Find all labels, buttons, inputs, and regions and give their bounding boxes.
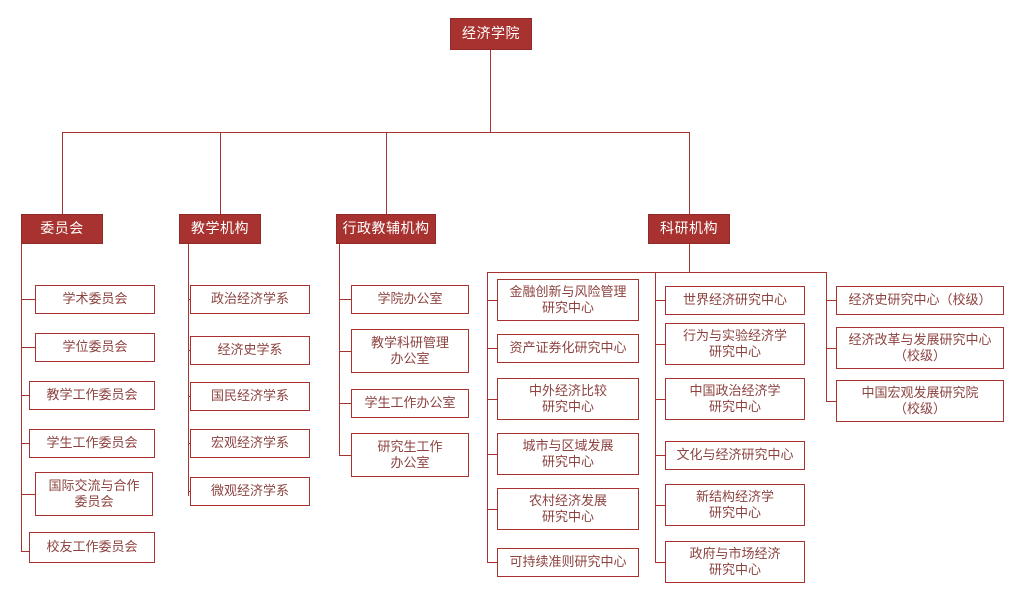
leaf-center-rural-economic-development[interactable]: 农村经济发展研究中心 [497,488,639,530]
stub-research-b-3 [655,399,665,400]
connector-main-bus [62,132,689,133]
leaf-committee-alumni-work[interactable]: 校友工作委员会 [29,532,155,563]
leaf-center-behavioral-experimental-economics[interactable]: 行为与实验经济学研究中心 [665,323,805,365]
stub-committee-2 [21,347,35,348]
connector-bus-to-research [689,132,690,214]
stub-research-a-3 [487,399,497,400]
stub-committee-4 [21,443,35,444]
node-root[interactable]: 经济学院 [450,18,532,50]
connector-root-drop [490,50,491,132]
leaf-committee-international-exchange[interactable]: 国际交流与合作委员会 [35,472,153,516]
connector-research-bus [487,272,827,273]
leaf-committee-degree[interactable]: 学位委员会 [35,333,155,362]
node-category-research[interactable]: 科研机构 [648,214,730,244]
leaf-center-culture-economy[interactable]: 文化与经济研究中心 [665,441,805,470]
connector-bus-to-committees [62,132,63,214]
stub-research-b-5 [655,505,665,506]
stub-research-a-4 [487,454,497,455]
connector-research-drop [689,244,690,272]
leaf-office-graduate-affairs[interactable]: 研究生工作办公室 [351,433,469,477]
spine-research-c [826,272,827,401]
stub-research-b-2 [655,344,665,345]
stub-admin-4 [339,455,351,456]
node-category-committees[interactable]: 委员会 [21,214,103,244]
leaf-committee-academic[interactable]: 学术委员会 [35,285,155,314]
leaf-office-teaching-research-mgmt[interactable]: 教学科研管理办公室 [351,329,469,373]
stub-research-c-3 [826,401,836,402]
stub-admin-1 [339,299,351,300]
leaf-office-student-affairs[interactable]: 学生工作办公室 [351,389,469,418]
stub-committee-1 [21,299,35,300]
leaf-center-world-economy[interactable]: 世界经济研究中心 [665,286,805,315]
connector-bus-to-administrative [386,132,387,214]
node-category-teaching[interactable]: 教学机构 [179,214,261,244]
spine-research-a [487,272,488,563]
leaf-center-economic-reform-development-university[interactable]: 经济改革与发展研究中心（校级） [836,327,1004,369]
leaf-center-asset-securitization[interactable]: 资产证券化研究中心 [497,334,639,363]
leaf-center-new-structural-economics[interactable]: 新结构经济学研究中心 [665,484,805,526]
spine-committees [21,244,22,551]
stub-research-a-5 [487,509,497,510]
stub-committee-5 [21,494,35,495]
stub-research-b-6 [655,562,665,563]
stub-research-b-1 [655,300,665,301]
spine-research-b [655,272,656,563]
leaf-center-urban-regional-development[interactable]: 城市与区域发展研究中心 [497,433,639,475]
leaf-center-sustainability-standards[interactable]: 可持续准则研究中心 [497,548,639,577]
stub-research-c-2 [826,348,836,349]
leaf-dept-political-economy[interactable]: 政治经济学系 [190,285,310,314]
stub-admin-2 [339,351,351,352]
leaf-dept-microeconomics[interactable]: 微观经济学系 [190,477,310,506]
stub-research-b-4 [655,455,665,456]
spine-teaching [188,244,189,496]
leaf-center-china-political-economy[interactable]: 中国政治经济学研究中心 [665,378,805,420]
stub-committee-3 [21,395,35,396]
stub-research-a-1 [487,300,497,301]
node-category-administrative[interactable]: 行政教辅机构 [336,214,436,244]
stub-admin-3 [339,403,351,404]
leaf-center-economic-history-university[interactable]: 经济史研究中心（校级） [836,286,1004,315]
leaf-dept-economic-history[interactable]: 经济史学系 [190,336,310,365]
stub-research-c-1 [826,300,836,301]
connector-bus-to-teaching [220,132,221,214]
leaf-institute-china-macro-development-university[interactable]: 中国宏观发展研究院（校级） [836,380,1004,422]
leaf-center-financial-innovation-risk[interactable]: 金融创新与风险管理研究中心 [497,279,639,321]
leaf-dept-macroeconomics[interactable]: 宏观经济学系 [190,429,310,458]
leaf-committee-student-work[interactable]: 学生工作委员会 [29,429,155,458]
stub-research-a-2 [487,348,497,349]
leaf-office-college[interactable]: 学院办公室 [351,285,469,314]
leaf-dept-national-economy[interactable]: 国民经济学系 [190,382,310,411]
spine-administrative [339,244,340,456]
stub-research-a-6 [487,562,497,563]
leaf-center-china-foreign-economic-comparison[interactable]: 中外经济比较研究中心 [497,378,639,420]
stub-committee-6 [21,551,35,552]
leaf-center-government-market-economy[interactable]: 政府与市场经济研究中心 [665,541,805,583]
leaf-committee-teaching-work[interactable]: 教学工作委员会 [29,381,155,410]
